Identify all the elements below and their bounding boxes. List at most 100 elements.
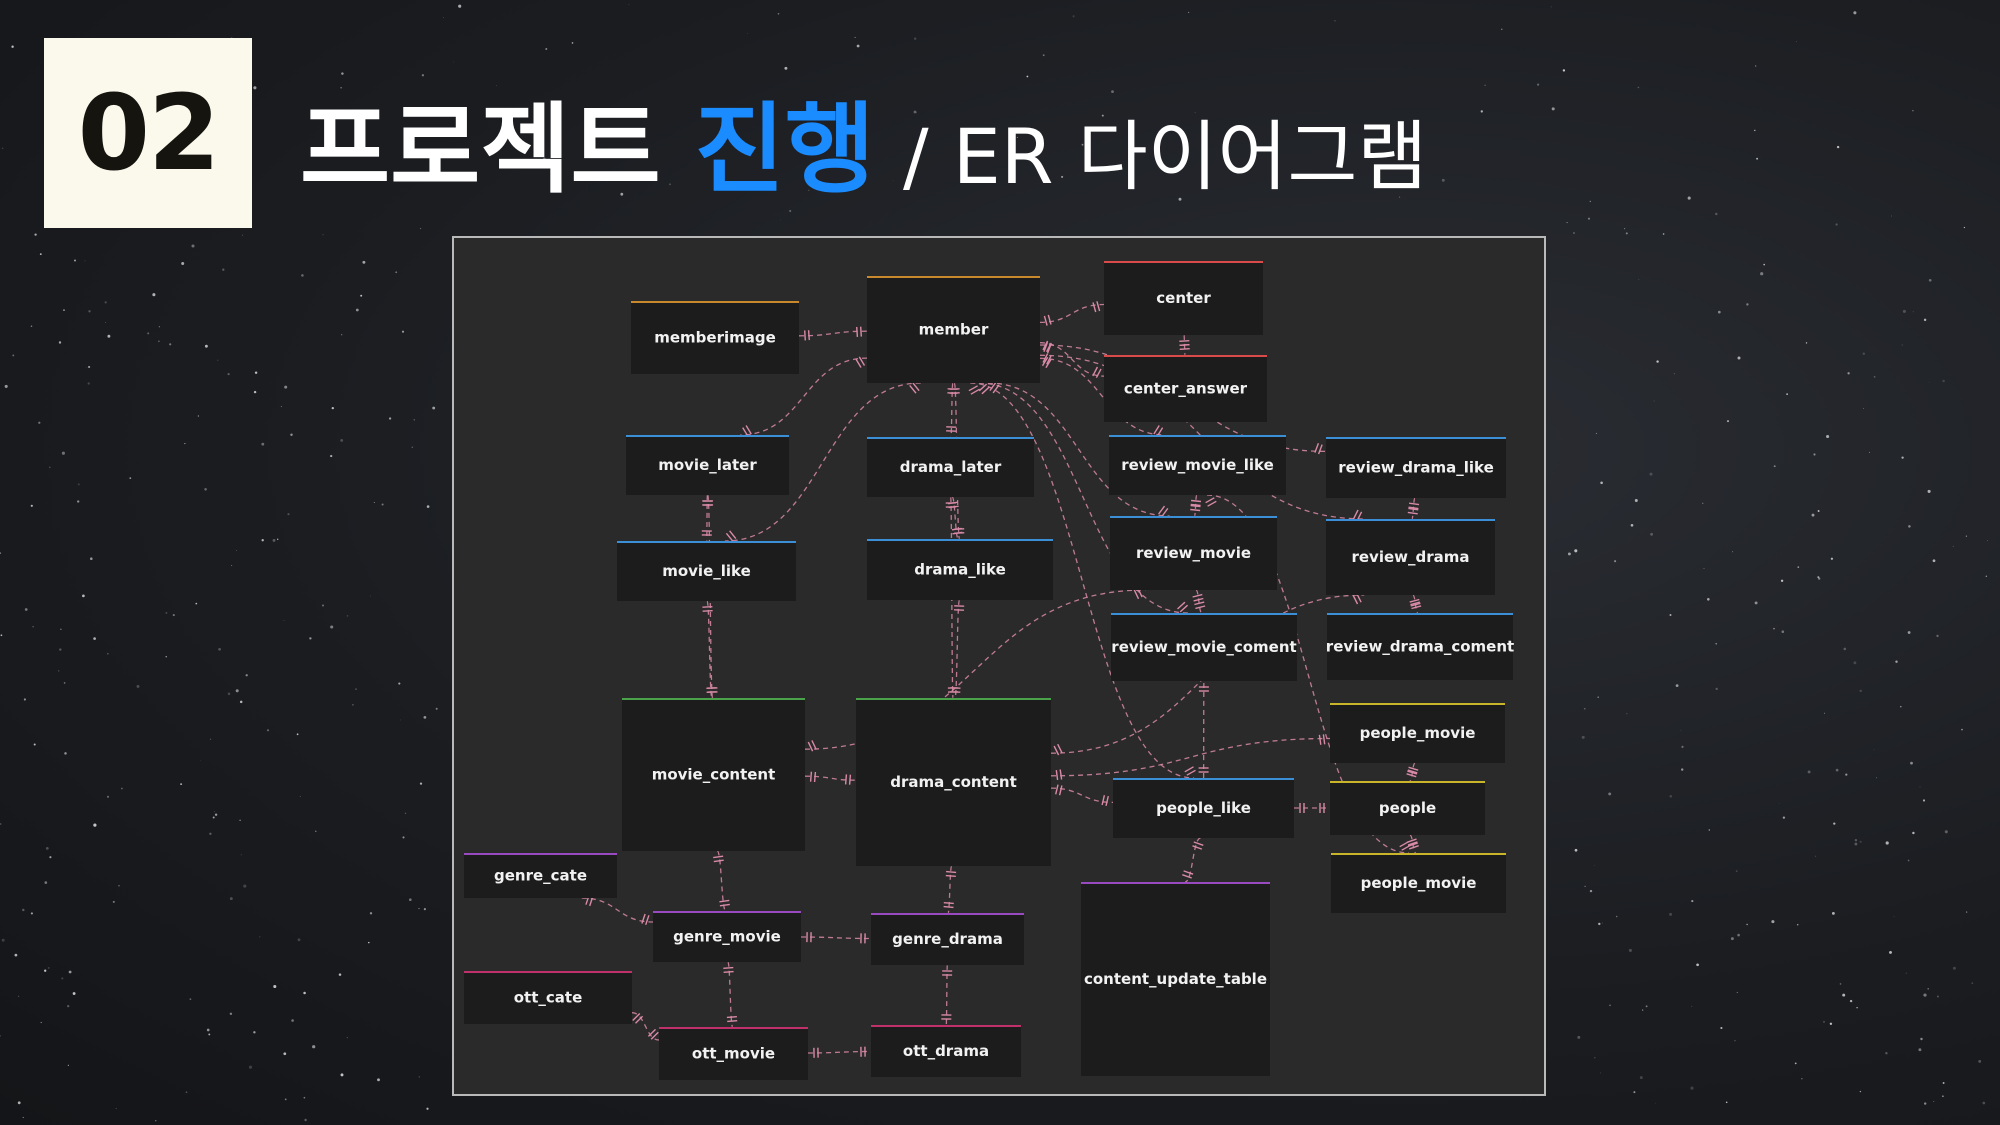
entity-accent-bar bbox=[1330, 703, 1505, 705]
star bbox=[1637, 86, 1640, 89]
entity-movie-content[interactable]: movie_content bbox=[622, 698, 805, 851]
entity-box bbox=[464, 853, 617, 898]
relation-line-member-review_movie_like bbox=[1039, 357, 1166, 436]
star bbox=[158, 340, 160, 343]
star bbox=[784, 66, 788, 70]
entity-people-movie-1[interactable]: people_movie bbox=[1330, 703, 1505, 763]
star bbox=[1910, 761, 1913, 765]
entity-people-movie-2[interactable]: people_movie bbox=[1331, 853, 1506, 913]
entity-people[interactable]: people bbox=[1330, 781, 1485, 835]
star bbox=[1933, 1100, 1935, 1102]
entity-label: drama_like bbox=[914, 561, 1006, 579]
star bbox=[1859, 840, 1862, 843]
star bbox=[63, 309, 65, 311]
entity-review-drama-like[interactable]: review_drama_like bbox=[1326, 437, 1506, 498]
star bbox=[346, 615, 349, 617]
star bbox=[12, 354, 15, 357]
relation-cardinality-marker bbox=[856, 326, 862, 337]
relation-cardinality-marker bbox=[702, 500, 714, 506]
entity-ott-movie[interactable]: ott_movie bbox=[659, 1027, 808, 1080]
star bbox=[1923, 318, 1927, 322]
star bbox=[296, 733, 299, 736]
relation-cardinality-marker bbox=[1041, 356, 1052, 369]
star bbox=[1599, 1072, 1602, 1074]
star bbox=[1928, 382, 1930, 384]
relation-cardinality-marker bbox=[1053, 743, 1063, 756]
relation-cardinality-marker bbox=[1318, 734, 1326, 745]
entity-drama-content[interactable]: drama_content bbox=[856, 698, 1051, 866]
star bbox=[1, 938, 5, 942]
entity-accent-bar bbox=[617, 541, 796, 543]
relation-cardinality-marker bbox=[1153, 425, 1164, 437]
entity-review-movie-like[interactable]: review_movie_like bbox=[1109, 435, 1286, 495]
star bbox=[231, 565, 233, 566]
star bbox=[352, 703, 354, 706]
star bbox=[795, 140, 797, 142]
relation-line-ott_movie-ott_drama bbox=[807, 1050, 872, 1054]
star bbox=[261, 539, 264, 542]
relation-line-drama_content-people_like bbox=[1050, 787, 1114, 804]
relation-cardinality-marker bbox=[804, 330, 810, 341]
star bbox=[239, 700, 243, 704]
star bbox=[1690, 1086, 1694, 1090]
star bbox=[197, 415, 200, 417]
entity-content-update-table[interactable]: content_update_table bbox=[1081, 882, 1270, 1076]
entity-genre-cate[interactable]: genre_cate bbox=[464, 853, 617, 898]
entity-review-movie[interactable]: review_movie bbox=[1110, 516, 1277, 590]
entity-center[interactable]: center bbox=[1104, 261, 1263, 335]
entity-genre-drama[interactable]: genre_drama bbox=[871, 913, 1024, 965]
star bbox=[1942, 379, 1945, 383]
relation-line-people_like-content_update_table bbox=[1184, 837, 1201, 883]
star bbox=[1873, 376, 1876, 378]
entity-accent-bar bbox=[622, 698, 805, 700]
entity-ott-cate[interactable]: ott_cate bbox=[464, 971, 632, 1024]
star bbox=[301, 274, 304, 277]
star bbox=[235, 689, 239, 693]
entity-review-movie-coment[interactable]: review_movie_coment bbox=[1111, 613, 1297, 681]
star bbox=[1944, 830, 1948, 834]
entity-genre-movie[interactable]: genre_movie bbox=[653, 911, 801, 962]
entity-review-drama[interactable]: review_drama bbox=[1326, 519, 1495, 595]
entity-ott-drama[interactable]: ott_drama bbox=[871, 1025, 1021, 1077]
entity-movie-later[interactable]: movie_later bbox=[626, 435, 789, 495]
star bbox=[88, 365, 91, 369]
relation-cardinality-marker bbox=[1198, 767, 1209, 773]
entity-drama-like[interactable]: drama_like bbox=[867, 539, 1053, 600]
star bbox=[1863, 408, 1865, 410]
entity-accent-bar bbox=[1331, 853, 1506, 855]
star bbox=[341, 334, 343, 336]
star bbox=[388, 417, 392, 420]
star bbox=[1835, 223, 1838, 226]
star bbox=[1111, 90, 1114, 93]
relation-cardinality-marker bbox=[947, 687, 958, 693]
star bbox=[1662, 233, 1665, 235]
entity-review-drama-coment[interactable]: review_drama_coment bbox=[1326, 613, 1514, 680]
relation-cardinality-marker bbox=[641, 913, 650, 926]
star bbox=[49, 856, 52, 859]
star bbox=[1836, 145, 1840, 149]
star bbox=[1732, 551, 1734, 553]
star bbox=[1982, 1101, 1986, 1105]
star bbox=[45, 847, 49, 850]
star bbox=[1843, 647, 1847, 651]
entity-center-answer[interactable]: center_answer bbox=[1104, 355, 1267, 422]
star bbox=[421, 74, 425, 77]
relation-line-movie_like-movie_content bbox=[706, 600, 713, 699]
star bbox=[419, 782, 423, 785]
star bbox=[1725, 1101, 1728, 1104]
star bbox=[283, 1052, 287, 1056]
star bbox=[1594, 1057, 1596, 1059]
relation-cardinality-marker bbox=[707, 687, 718, 693]
entity-drama-later[interactable]: drama_later bbox=[867, 437, 1034, 497]
entity-memberimage[interactable]: memberimage bbox=[631, 301, 799, 374]
entity-movie-like[interactable]: movie_like bbox=[617, 541, 796, 601]
star bbox=[303, 1096, 306, 1099]
entity-label: review_movie_like bbox=[1121, 456, 1274, 474]
star bbox=[1669, 912, 1673, 916]
entity-people-like[interactable]: people_like bbox=[1113, 778, 1294, 838]
star bbox=[1856, 1006, 1858, 1009]
entity-label: people_movie bbox=[1361, 874, 1477, 892]
entity-member[interactable]: member bbox=[867, 276, 1040, 383]
relation-line-movie_content-drama_content bbox=[804, 775, 857, 781]
star bbox=[1194, 112, 1196, 114]
